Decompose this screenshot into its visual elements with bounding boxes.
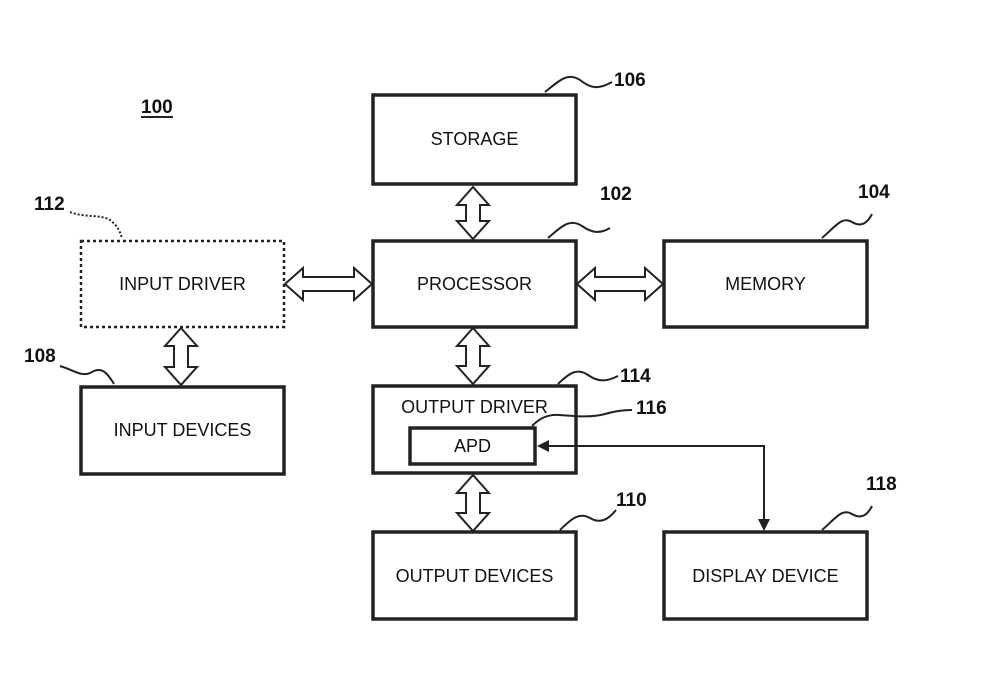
storage-ref-leader: [544, 75, 613, 93]
input-devices-ref: 108: [24, 346, 56, 367]
output-devices-label: OUTPUT DEVICES: [396, 566, 554, 586]
arrow-inputdriver-processor: [283, 265, 374, 303]
memory-label: MEMORY: [725, 274, 806, 294]
output-driver-label: OUTPUT DRIVER: [401, 397, 548, 417]
processor-ref: 102: [600, 184, 632, 205]
processor-block: PROCESSOR: [371, 239, 578, 329]
input-driver-block: INPUT DRIVER: [79, 239, 286, 329]
input-driver-ref-leader: [69, 211, 123, 239]
processor-label: PROCESSOR: [417, 274, 532, 294]
processor-ref-leader: [547, 221, 611, 239]
figure-ref: 100: [141, 97, 173, 118]
display-device-label: DISPLAY DEVICE: [692, 566, 838, 586]
apd-ref-leader: [531, 409, 633, 427]
arrow-processor-outputdriver: [454, 326, 492, 386]
storage-block: STORAGE: [371, 93, 578, 186]
memory-ref: 104: [858, 182, 890, 203]
arrow-inputdriver-inputdevices: [162, 326, 200, 387]
memory-ref-leader: [821, 213, 873, 239]
output-devices-block: OUTPUT DEVICES: [371, 530, 578, 621]
apd-ref: 116: [636, 398, 667, 419]
output-driver-ref: 114: [620, 366, 651, 387]
input-devices-ref-leader: [59, 365, 115, 385]
apd-label: APD: [454, 436, 491, 456]
display-device-ref: 118: [866, 474, 897, 495]
apd-display-connector: [537, 440, 770, 531]
apd-block: APD: [408, 426, 537, 466]
output-driver-ref-leader: [557, 370, 619, 385]
arrow-storage-processor: [454, 185, 492, 241]
display-device-block: DISPLAY DEVICE: [662, 530, 869, 621]
storage-ref: 106: [614, 70, 646, 91]
display-device-ref-leader: [821, 505, 873, 531]
arrow-outputdriver-outputdevices: [454, 473, 492, 533]
input-driver-ref: 112: [34, 194, 65, 215]
output-devices-ref-leader: [559, 509, 617, 531]
input-driver-label: INPUT DRIVER: [119, 274, 246, 294]
input-devices-label: INPUT DEVICES: [114, 420, 252, 440]
arrow-processor-memory: [575, 265, 665, 303]
storage-label: STORAGE: [431, 129, 519, 149]
output-devices-ref: 110: [616, 490, 647, 511]
input-devices-block: INPUT DEVICES: [79, 385, 286, 476]
memory-block: MEMORY: [662, 239, 869, 329]
